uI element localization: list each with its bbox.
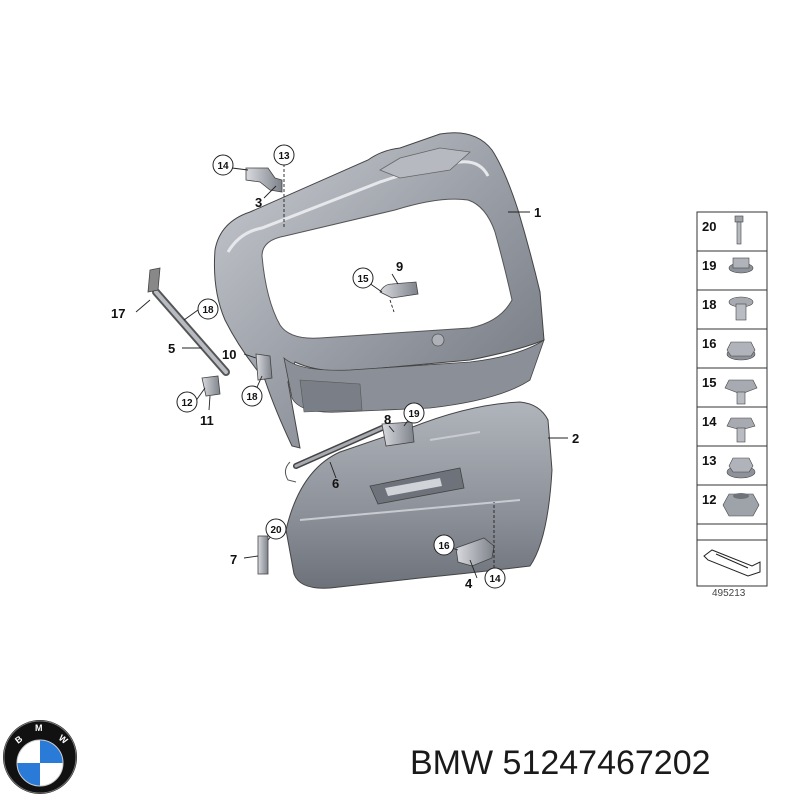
legend-label: 12 [702, 492, 716, 507]
callout-label: 14 [217, 161, 229, 172]
callout-label: 11 [200, 413, 214, 428]
callout-label: 4 [465, 576, 473, 591]
callout-label: 2 [572, 431, 579, 446]
hinge-lower [455, 537, 495, 567]
callout-label: 19 [408, 409, 420, 420]
lock-8 [381, 421, 415, 447]
hex-bolt-icon [726, 417, 756, 443]
svg-text:M: M [35, 723, 43, 733]
callout-label: 16 [438, 541, 450, 552]
legend-label: 18 [702, 297, 716, 312]
hinge-upper [245, 167, 283, 193]
bolt-icon [734, 215, 744, 245]
callout-label: 8 [384, 412, 391, 427]
callout-label: 13 [278, 151, 290, 162]
callout-label: 7 [230, 552, 237, 567]
cage-nut-icon [726, 457, 756, 479]
screw-icon [728, 296, 754, 321]
bracket-11 [201, 375, 221, 397]
callout-label: 18 [202, 305, 214, 316]
callout-label: 20 [270, 525, 282, 536]
legend-label: 20 [702, 219, 716, 234]
reference-code: 495213 [712, 588, 746, 599]
callout-label: 1 [534, 205, 541, 220]
rod-7 [257, 535, 269, 575]
bmw-logo: B M W [3, 720, 77, 794]
callout-label: 10 [222, 347, 236, 362]
callout-label: 17 [111, 306, 125, 321]
bracket-10 [255, 353, 273, 381]
flange-nut-icon [728, 257, 754, 274]
legend-label: 14 [702, 414, 717, 429]
flange-bolt-icon [724, 379, 758, 405]
lower-trim-panel [285, 401, 553, 589]
callout-label: 3 [255, 195, 262, 210]
sheet-arrow-icon [703, 549, 761, 577]
hex-nut-icon [726, 341, 756, 361]
callout-label: 12 [181, 398, 193, 409]
fastener-legend: 20 19 18 16 15 14 13 [696, 211, 768, 599]
legend-label: 15 [702, 375, 716, 390]
callout-label: 14 [489, 574, 501, 585]
callout-label: 9 [396, 259, 403, 274]
callout-label: 5 [168, 341, 175, 356]
legend-label: 19 [702, 258, 716, 273]
svg-text:B: B [13, 733, 25, 745]
callouts: 1 2 3 4 5 6 7 8 9 10 11 12 13 14 14 15 1… [111, 144, 579, 591]
gas-strut [147, 267, 230, 376]
callout-label: 15 [357, 274, 369, 285]
handle-strip-9 [379, 281, 419, 299]
large-nut-icon [722, 493, 760, 517]
legend-label: 16 [702, 336, 716, 351]
cable-strut-6 [284, 425, 385, 483]
callout-label: 6 [332, 476, 339, 491]
legend-label: 13 [702, 453, 716, 468]
part-number-caption: BMW 51247467202 [410, 744, 711, 782]
callout-label: 18 [246, 392, 258, 403]
